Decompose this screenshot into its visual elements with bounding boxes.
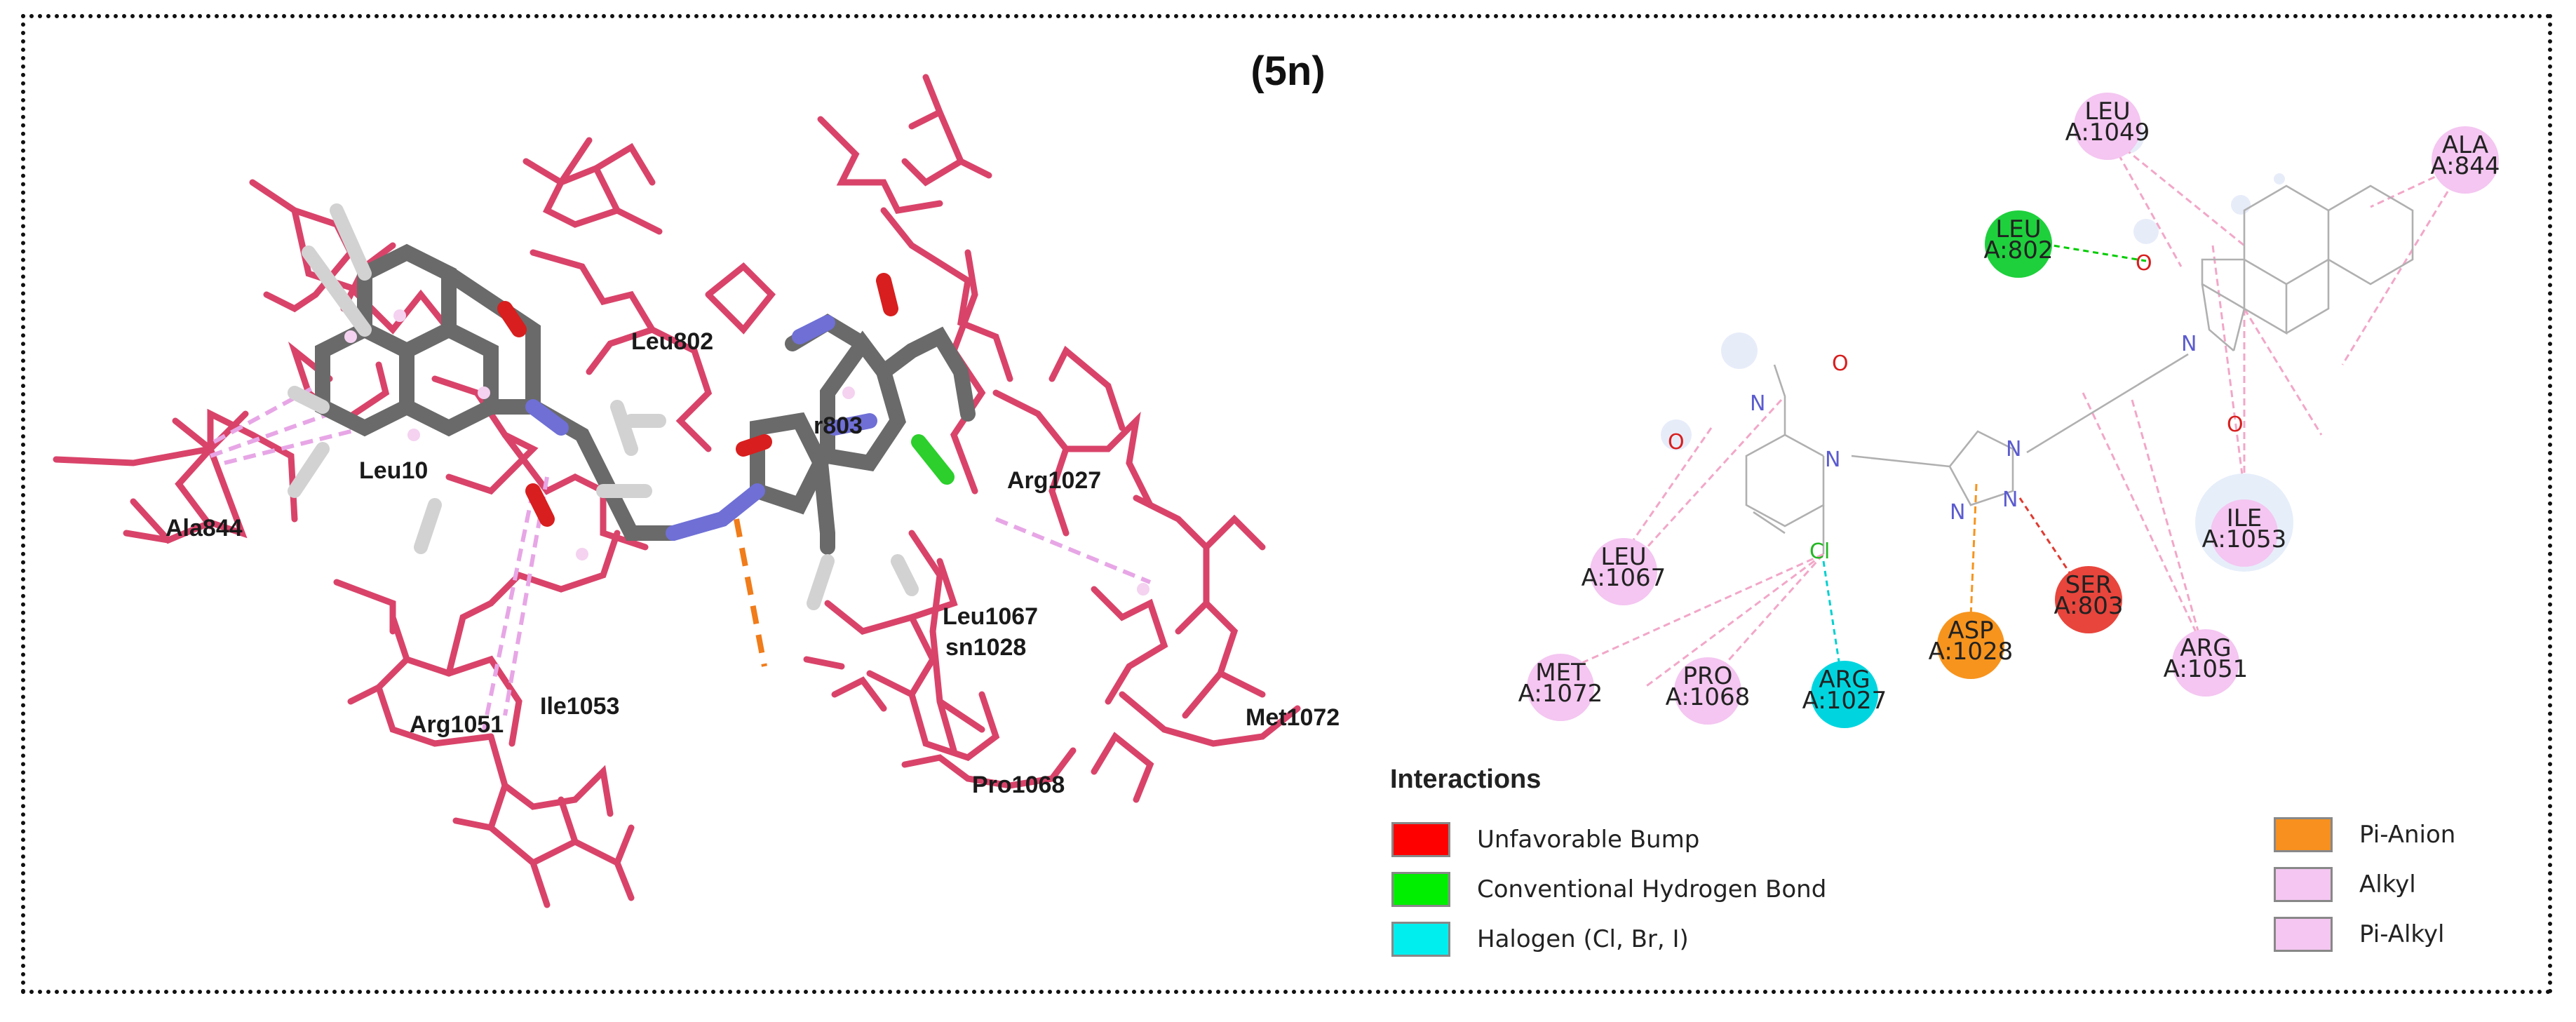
legend-label: Alkyl xyxy=(2359,870,2416,899)
legend-swatch xyxy=(2274,867,2333,902)
svg-text:A:1072: A:1072 xyxy=(1518,680,1603,708)
figure-title: (5n) xyxy=(1250,48,1326,94)
atom-label: O xyxy=(2136,251,2152,276)
legend-label: Unfavorable Bump xyxy=(1477,826,1700,854)
atom-label: O xyxy=(1832,351,1849,376)
atom-label: N xyxy=(2181,332,2197,356)
legend-item-pialkyl: Pi-Alkyl xyxy=(2274,917,2444,952)
svg-text:A:802: A:802 xyxy=(1983,236,2053,264)
residue-labels-3d: Leu802 Leu10 Ala844 r803 Arg1027 Leu1067… xyxy=(166,328,1340,798)
label-3d: Ala844 xyxy=(166,515,243,542)
legend-swatch xyxy=(1391,822,1450,857)
svg-text:LEU: LEU xyxy=(1995,215,2041,243)
label-3d: Met1072 xyxy=(1246,704,1340,731)
svg-text:ARG: ARG xyxy=(1819,666,1870,694)
atom-label: O xyxy=(2227,412,2244,437)
legend-item-bump: Unfavorable Bump xyxy=(1391,822,1699,857)
svg-text:A:1068: A:1068 xyxy=(1666,683,1751,711)
atom-label: N xyxy=(1950,500,1965,525)
label-3d: Pro1068 xyxy=(972,772,1065,798)
residue-ala844: ALA A:844 xyxy=(2430,126,2500,194)
svg-text:A:1051: A:1051 xyxy=(2164,655,2248,683)
legend-item-alkyl: Alkyl xyxy=(2274,867,2416,902)
residue-pro1068: PRO A:1068 xyxy=(1666,657,1751,725)
legend-swatch xyxy=(2274,817,2333,852)
svg-text:ILE: ILE xyxy=(2227,504,2262,532)
legend-label: Pi-Anion xyxy=(2359,821,2456,849)
atom-label: N xyxy=(1825,448,1840,472)
ligand-3d xyxy=(288,203,1149,610)
label-3d: sn1028 xyxy=(945,634,1026,661)
residue-leu1049: LEU A:1049 xyxy=(2065,93,2150,160)
svg-text:LEU: LEU xyxy=(2084,98,2130,126)
legend-item-pianion: Pi-Anion xyxy=(2274,817,2455,852)
label-3d: Ile1053 xyxy=(540,693,619,720)
label-3d: Leu1067 xyxy=(943,603,1038,630)
label-3d: Arg1051 xyxy=(410,711,504,738)
residue-asp1028: ASP A:1028 xyxy=(1929,612,2014,679)
figure-border xyxy=(21,14,2552,994)
legend-swatch xyxy=(1391,872,1450,907)
legend-label: Pi-Alkyl xyxy=(2359,920,2445,948)
residue-discs: LEU A:1049 ALA A:844 LEU A:802 ILE A:105… xyxy=(1518,93,2500,728)
legend-label: Halogen (Cl, Br, I) xyxy=(1477,925,1689,953)
svg-text:ASP: ASP xyxy=(1948,617,1993,645)
svg-text:ALA: ALA xyxy=(2442,131,2488,159)
svg-text:SER: SER xyxy=(2065,571,2112,599)
svg-text:A:1053: A:1053 xyxy=(2202,525,2287,553)
svg-text:A:803: A:803 xyxy=(2054,592,2123,620)
residue-arg1027: ARG A:1027 xyxy=(1802,661,1887,728)
residue-arg1051: ARG A:1051 xyxy=(2164,629,2248,697)
svg-text:A:1027: A:1027 xyxy=(1802,687,1887,715)
atom-label: N xyxy=(2002,488,2018,512)
ligand-2d xyxy=(1745,184,2414,554)
residue-leu1067: LEU A:1067 xyxy=(1582,538,1666,605)
svg-text:LEU: LEU xyxy=(1600,543,1646,571)
residue-ser803: SER A:803 xyxy=(2054,566,2124,633)
residue-leu802: LEU A:802 xyxy=(1983,210,2054,278)
svg-text:A:844: A:844 xyxy=(2430,152,2500,180)
ligand-atoms-2d: O O N N Cl N N N O O N xyxy=(1668,251,2244,564)
svg-text:PRO: PRO xyxy=(1683,662,1733,690)
legend-swatch xyxy=(2274,917,2333,952)
label-3d: Leu802 xyxy=(631,328,713,355)
legend-label: Conventional Hydrogen Bond xyxy=(1477,875,1827,903)
legend-item-halogen: Halogen (Cl, Br, I) xyxy=(1391,922,1689,957)
svg-text:A:1049: A:1049 xyxy=(2065,119,2150,147)
interaction-dashes-3d xyxy=(210,377,1152,730)
interaction-2d-diagram: O O N N Cl N N N O O N LEU A:1049 ALA A:… xyxy=(1518,93,2500,728)
label-3d: r803 xyxy=(814,412,863,439)
protein-3d-view: Leu802 Leu10 Ala844 r803 Arg1027 Leu1067… xyxy=(53,74,1340,908)
svg-text:A:1028: A:1028 xyxy=(1929,638,2014,666)
svg-text:A:1067: A:1067 xyxy=(1582,564,1666,592)
legend-item-hbond: Conventional Hydrogen Bond xyxy=(1391,872,1826,907)
atom-label: O xyxy=(1668,430,1685,455)
residue-sticks xyxy=(53,74,1301,908)
atom-label: Cl xyxy=(1809,539,1830,564)
residue-ile1053: ILE A:1053 xyxy=(2195,473,2293,572)
legend-swatch xyxy=(1391,922,1450,957)
svg-text:ARG: ARG xyxy=(2180,634,2231,662)
atom-label: N xyxy=(1750,391,1765,416)
label-3d: Leu10 xyxy=(359,457,428,484)
legend-title: Interactions xyxy=(1390,765,1542,794)
atom-label: N xyxy=(2006,437,2021,462)
svg-text:MET: MET xyxy=(1535,659,1586,687)
residue-met1072: MET A:1072 xyxy=(1518,654,1603,721)
label-3d: Arg1027 xyxy=(1007,467,1101,494)
